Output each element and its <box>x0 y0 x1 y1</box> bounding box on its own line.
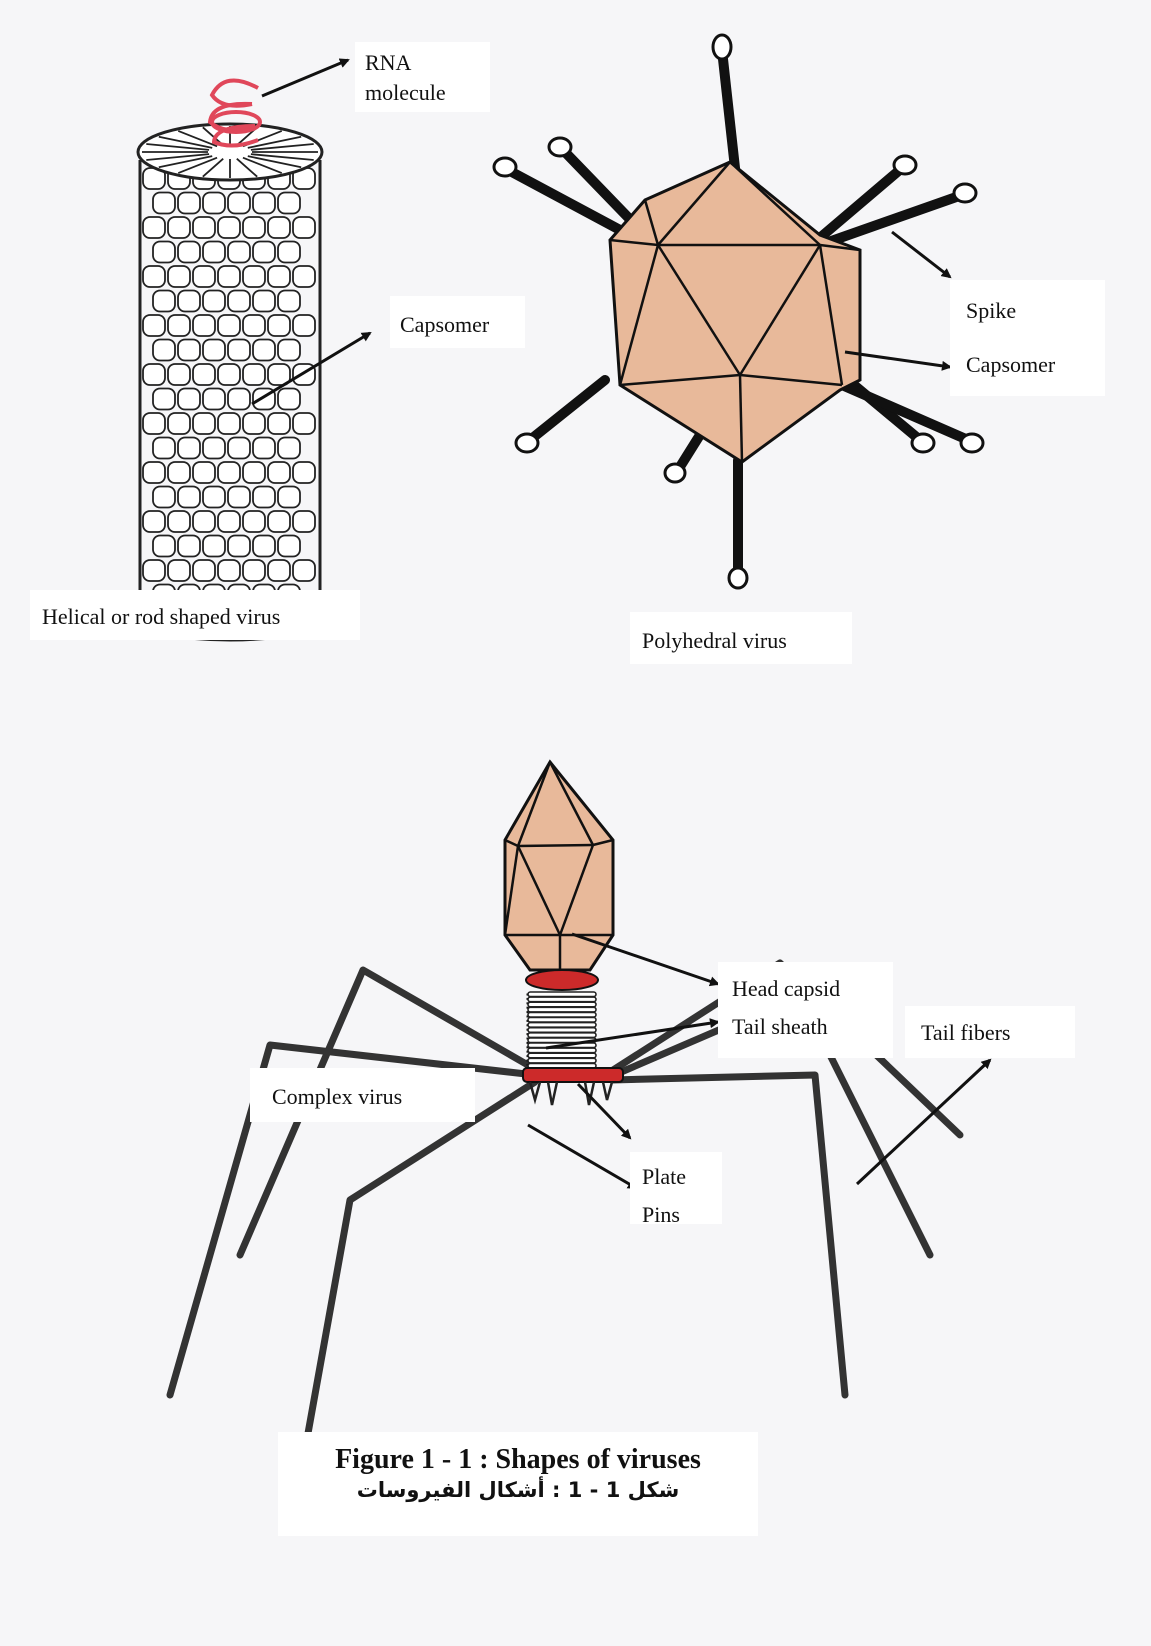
helical-virus-label: Helical or rod shaped virus <box>30 590 360 640</box>
capsomer-helical-label: Capsomer <box>390 296 525 348</box>
tail-sheath-label: Tail sheath <box>718 1008 893 1058</box>
spike-label: Spike <box>950 280 1105 336</box>
polyhedral-virus-label: Polyhedral virus <box>630 612 852 664</box>
capsomer-polyhedral-label: Capsomer <box>950 336 1105 396</box>
tail-fibers-label: Tail fibers <box>905 1006 1075 1058</box>
helical-virus-drawing <box>138 80 322 640</box>
figure-caption: Figure 1 - 1 : Shapes of viruses شكل 1 -… <box>278 1432 758 1536</box>
head-capsid-label: Head capsid <box>718 962 893 1008</box>
helical-capsomer-grid <box>143 168 315 630</box>
figure-caption-arabic: شكل 1 - 1 : أشكال الفيروسات <box>286 1478 750 1502</box>
rna-molecule-label: RNA molecule <box>355 42 490 112</box>
polyhedral-virus-drawing <box>494 35 983 588</box>
figure-caption-english: Figure 1 - 1 : Shapes of viruses <box>286 1444 750 1476</box>
tail-sheath-rings <box>527 992 597 1068</box>
complex-virus-label: Complex virus <box>250 1068 475 1122</box>
plate-label: Plate <box>630 1152 722 1194</box>
pins-label: Pins <box>630 1194 722 1224</box>
